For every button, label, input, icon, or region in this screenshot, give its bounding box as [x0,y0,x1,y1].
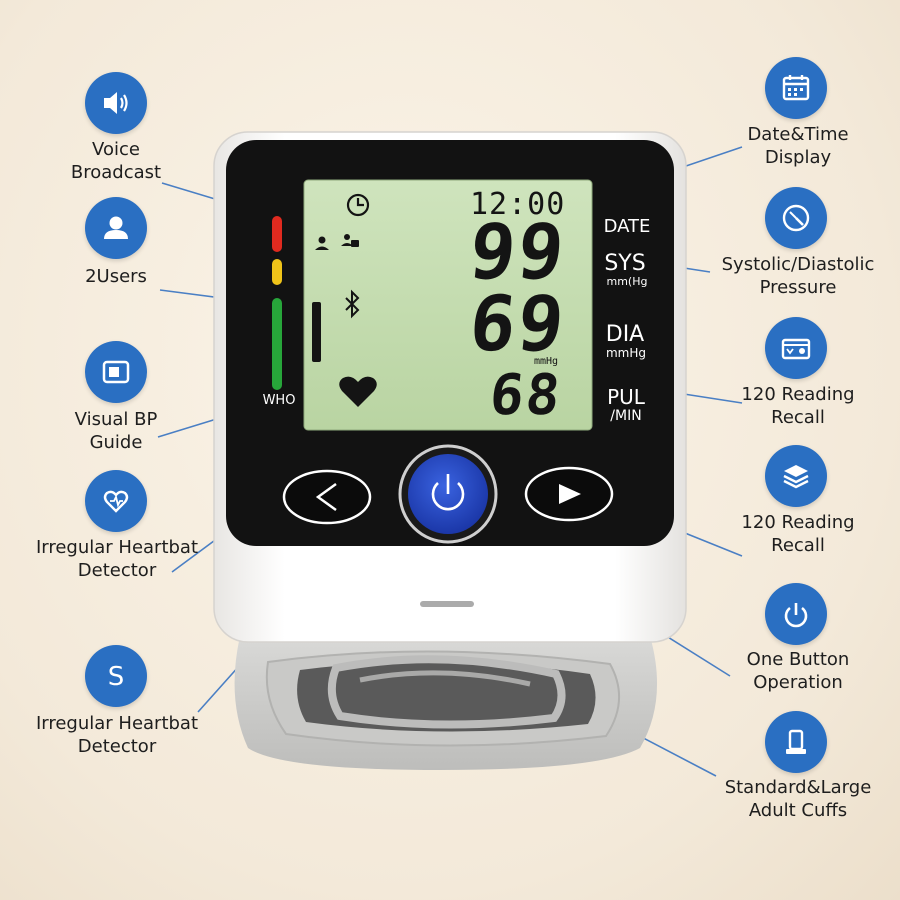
who-bar-yellow [272,259,282,285]
guide-feature-label: Visual BP Guide [74,409,158,453]
users-feature-badge [85,197,147,259]
lcd-unit-label: mmHg [534,356,559,367]
layers-icon [783,465,809,489]
heart-icon [339,376,377,407]
user-icon [104,216,128,239]
play-triangle-icon [559,484,581,504]
clock-icon [346,193,370,217]
who-bar-green [272,298,282,390]
pul-unit-label: /MIN [610,408,642,424]
cuff [234,636,658,770]
lcd-screen [303,179,593,431]
irregular-feature-label-2: Irregular Heartbat Detector [35,713,199,757]
speaker-icon [104,92,128,114]
time-readout: 12:00 [470,187,566,222]
s-icon: S [108,662,125,692]
chevron-left-icon [315,482,337,512]
datetime-feature-badge [765,57,827,119]
pulse-readout: 68 [486,363,565,428]
gauge-icon [782,204,810,232]
level-indicator [312,302,321,362]
voice-feature-label: Voice Broadcast [70,139,162,183]
right-button[interactable] [524,466,614,522]
user-select-icon [315,234,359,250]
power-icon [784,603,808,628]
dia-label: DIA [605,322,645,347]
calendar-icon [782,75,810,101]
diastolic-readout: 69 [465,279,571,368]
onebutton-feature-badge [765,583,827,645]
recall-feature-badge-2 [765,445,827,507]
sys-unit-label: mm(Hg [606,275,648,288]
power-button[interactable] [398,444,498,544]
cuffs-feature-badge [765,711,827,773]
cuff-icon [786,729,806,754]
guide-feature-badge [85,341,147,403]
systolic-feature-label: Systolic/Diastolic Pressure [721,254,875,298]
irregular-feature-label-1: Irregular Heartbat Detector [35,537,199,581]
voice-feature-badge [85,72,147,134]
pul-label: PUL [607,385,645,409]
who-label: WHO [262,393,296,408]
systolic-feature-badge [765,187,827,249]
datetime-feature-label: Date&Time Display [747,124,849,168]
monitor-icon [102,360,130,384]
irregular-feature-badge-1 [85,470,147,532]
recall-feature-label-2: 120 Reading Recall [741,512,855,556]
dia-unit-label: mmHg [605,346,647,360]
sys-label: SYS [604,251,646,276]
power-icon [431,474,465,511]
date-label: DATE [603,216,651,237]
recall-feature-badge-1 [765,317,827,379]
radio-icon [781,338,811,360]
who-bar-red [272,216,282,252]
left-button[interactable] [282,469,372,525]
cuffs-feature-label: Standard&Large Adult Cuffs [724,777,872,821]
onebutton-feature-label: One Button Operation [746,649,850,693]
recall-feature-label-1: 120 Reading Recall [741,384,855,428]
users-feature-label: 2Users [85,266,147,287]
bluetooth-icon [345,289,360,319]
heart-hands-icon [103,490,129,513]
svg-text:S: S [108,662,125,692]
irregular-feature-badge-2: S [85,645,147,707]
